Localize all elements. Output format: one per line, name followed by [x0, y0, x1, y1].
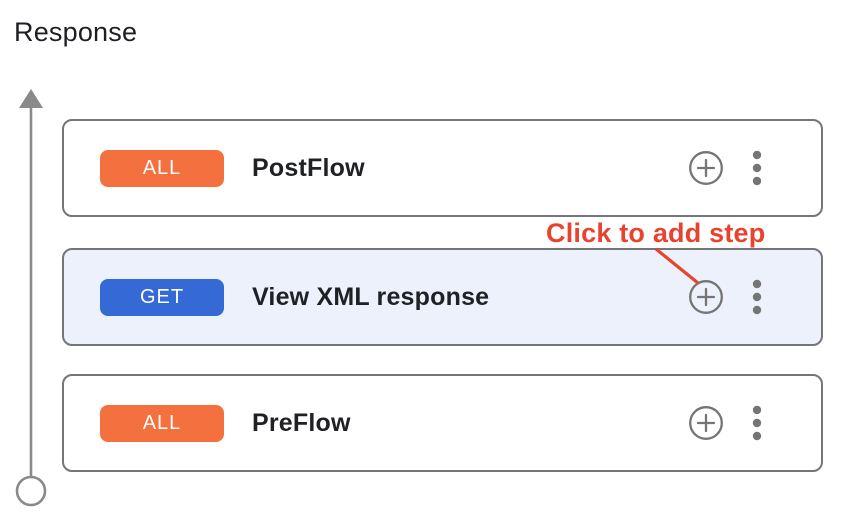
flow-rail — [15, 89, 47, 507]
method-badge: ALL — [100, 404, 224, 442]
flow-card-view-xml-response[interactable]: GET View XML response — [62, 248, 823, 346]
kebab-menu-icon — [752, 405, 762, 441]
rail-start-circle — [15, 475, 47, 507]
add-step-button[interactable] — [687, 404, 725, 442]
flow-name: View XML response — [252, 282, 490, 311]
plus-circle-icon — [689, 406, 723, 440]
overflow-menu-button[interactable] — [751, 277, 763, 317]
kebab-menu-icon — [752, 150, 762, 186]
card-actions — [687, 403, 821, 443]
add-step-button[interactable] — [687, 278, 725, 316]
method-badge: ALL — [100, 149, 224, 187]
overflow-menu-button[interactable] — [751, 148, 763, 188]
flow-card-preflow[interactable]: ALL PreFlow — [62, 374, 823, 472]
add-step-button[interactable] — [687, 149, 725, 187]
flow-card-postflow[interactable]: ALL PostFlow — [62, 119, 823, 217]
card-actions — [687, 148, 821, 188]
plus-circle-icon — [689, 280, 723, 314]
plus-circle-icon — [689, 151, 723, 185]
annotation-callout: Click to add step — [546, 218, 766, 248]
card-actions — [687, 277, 821, 317]
method-badge: GET — [100, 278, 224, 316]
flow-name: PreFlow — [252, 408, 351, 437]
flow-name: PostFlow — [252, 153, 365, 182]
rail-arrow-icon — [19, 89, 43, 108]
kebab-menu-icon — [752, 279, 762, 315]
overflow-menu-button[interactable] — [751, 403, 763, 443]
page-title: Response — [14, 17, 138, 47]
